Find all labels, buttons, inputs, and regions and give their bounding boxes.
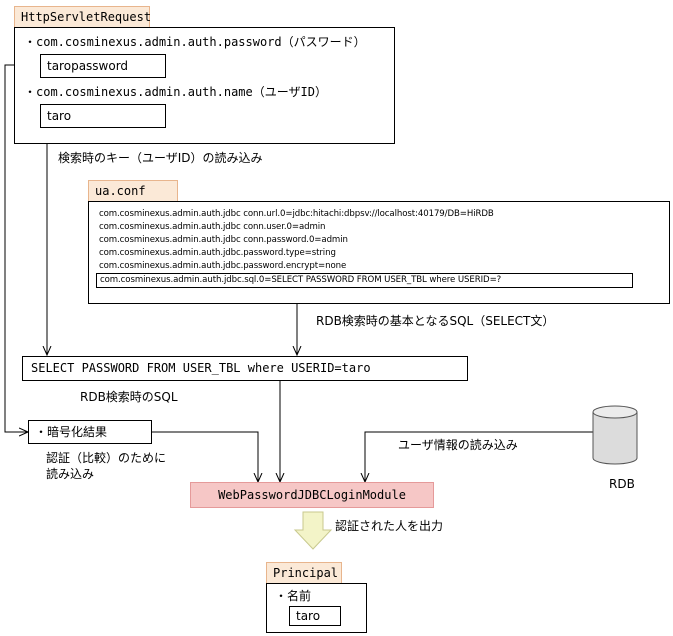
request-title: HttpServletRequest	[21, 10, 152, 24]
result-to-module-line	[152, 431, 258, 482]
conf-line: com.cosminexus.admin.auth.jdbc conn.user…	[99, 222, 326, 232]
principal-title: Principal	[273, 566, 339, 580]
principal-tab: Principal	[266, 562, 342, 583]
key-read-label: 検索時のキー（ユーザID）の読み込み	[58, 151, 263, 165]
sql-base-label: RDB検索時の基本となるSQL（SELECT文）	[316, 314, 555, 328]
request-tab: HttpServletRequest	[14, 6, 152, 27]
name-param-label: ・com.cosminexus.admin.auth.name（ユーザID）	[24, 85, 327, 99]
conf-tab: ua.conf	[88, 180, 178, 201]
output-label: 認証された人を出力	[335, 519, 444, 533]
conf-line: com.cosminexus.admin.auth.jdbc.password.…	[99, 261, 347, 271]
principal-name-value: taro	[289, 606, 341, 626]
user-info-label: ユーザ情報の読み込み	[398, 438, 518, 452]
conf-sql-line: com.cosminexus.admin.auth.jdbc.sql.0=SEL…	[96, 273, 633, 288]
conf-title: ua.conf	[95, 184, 146, 198]
rdb-cylinder-icon	[592, 405, 638, 465]
password-param-label: ・com.cosminexus.admin.auth.password（パスワー…	[24, 35, 366, 49]
principal-name-label: ・名前	[275, 589, 312, 603]
password-value-field: taropassword	[40, 54, 166, 78]
compare-label-line1: 認証（比較）のために	[46, 451, 167, 465]
conf-line: com.cosminexus.admin.auth.jdbc conn.url.…	[99, 209, 494, 219]
conf-line: com.cosminexus.admin.auth.jdbc.password.…	[99, 248, 336, 258]
conf-line: com.cosminexus.admin.auth.jdbc conn.pass…	[99, 235, 348, 245]
compare-label-line2: 読み込み	[46, 467, 95, 481]
encrypted-result-box: ・暗号化結果	[28, 420, 152, 444]
sql-statement-box: SELECT PASSWORD FROM USER_TBL where USER…	[22, 356, 468, 381]
output-arrow-icon	[293, 511, 333, 550]
name-value-field: taro	[40, 104, 166, 128]
login-module-box: WebPasswordJDBCLoginModule	[190, 482, 434, 508]
sql-label: RDB検索時のSQL	[80, 390, 178, 404]
rdb-to-module-line	[365, 431, 593, 482]
rdb-label: RDB	[609, 477, 635, 491]
